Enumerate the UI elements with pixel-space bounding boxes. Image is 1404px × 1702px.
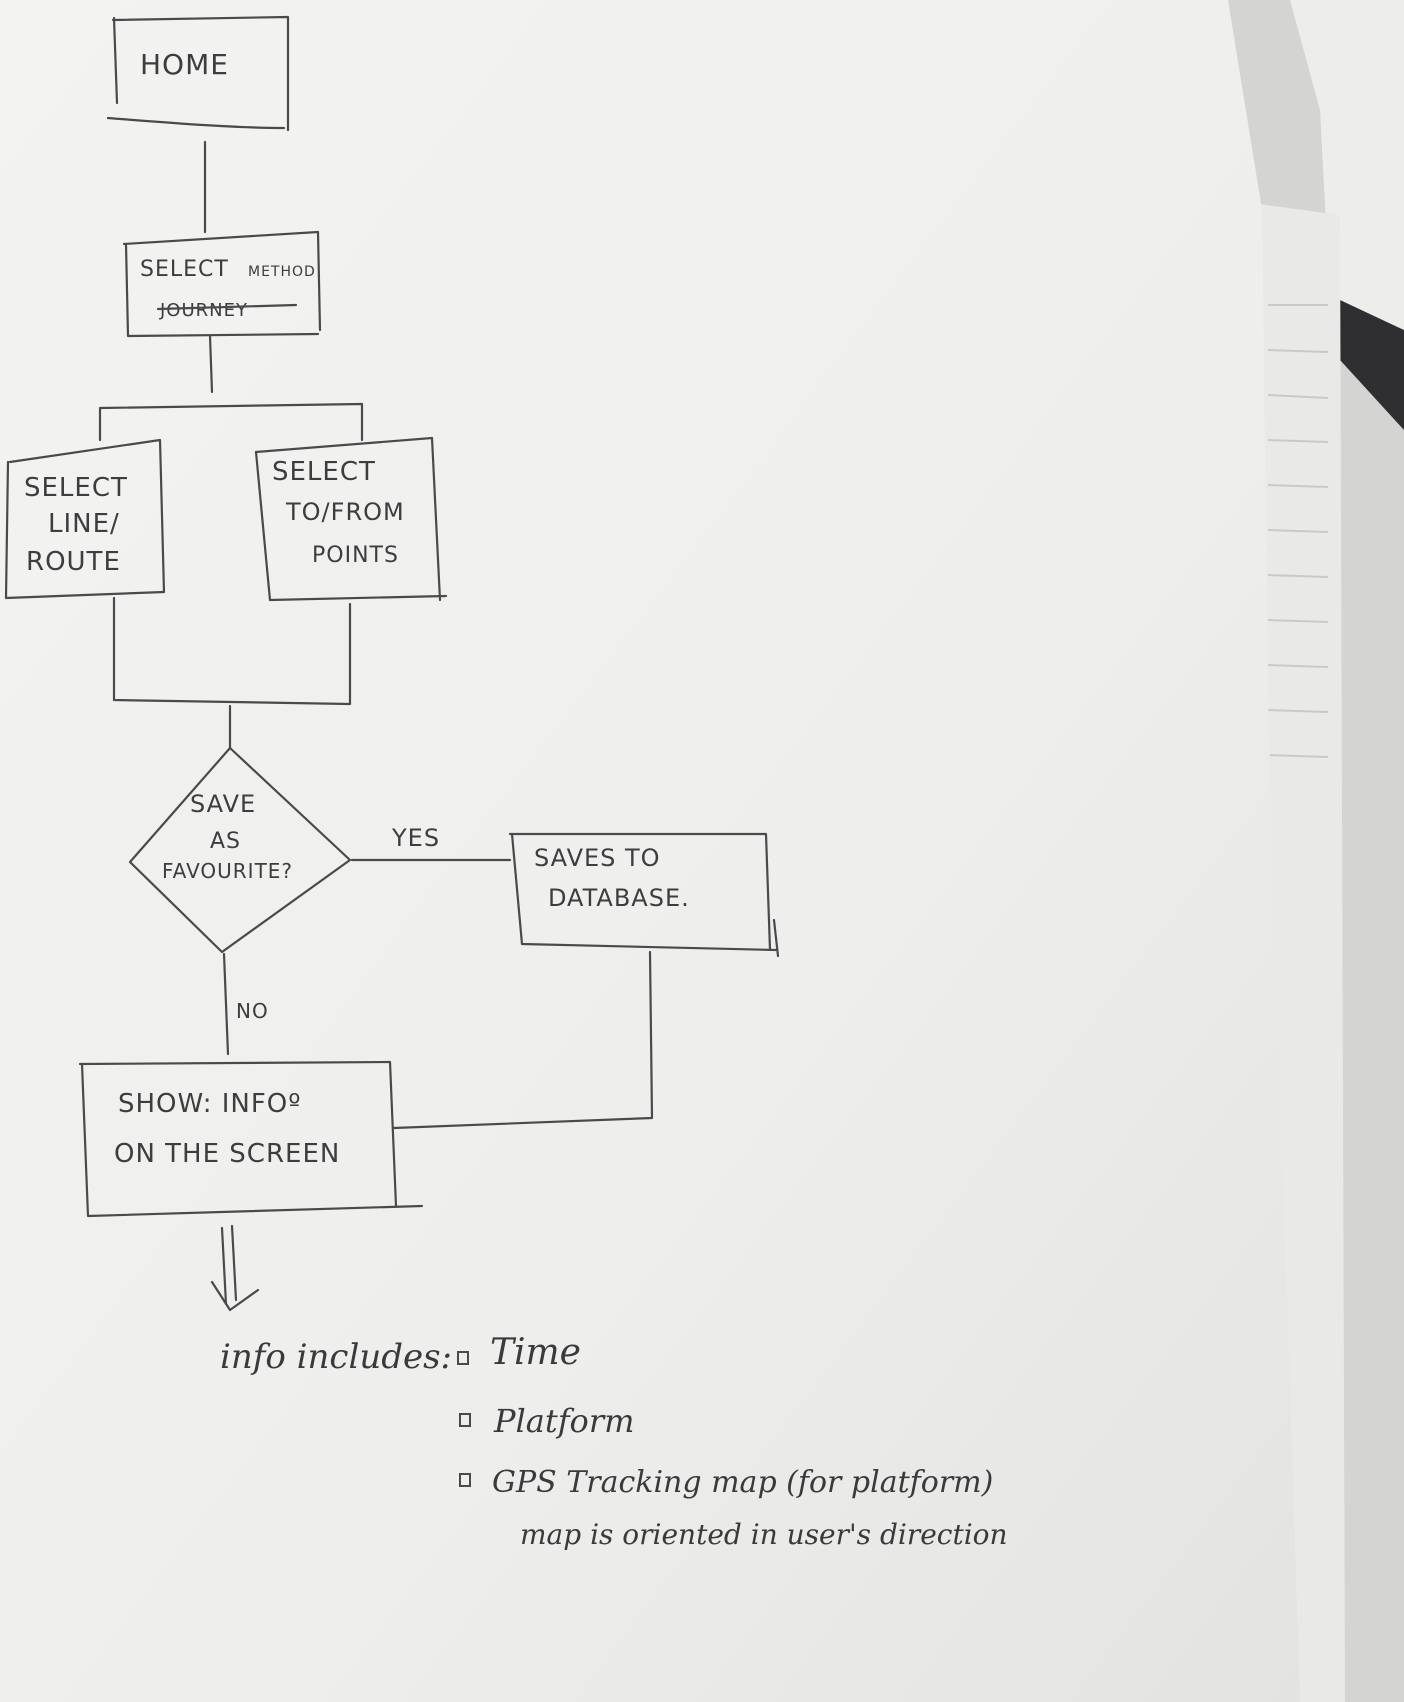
strike-through: [156, 303, 298, 311]
edge-no: [222, 952, 230, 1056]
to-from-label-3: POINTS: [312, 543, 399, 568]
double-down-arrow: [210, 1224, 260, 1312]
info-item-time: Time: [490, 1332, 581, 1373]
line-route-label-2: LINE/: [48, 509, 120, 539]
home-label: HOME: [140, 48, 229, 81]
show-info-label-1: SHOW: INFOº: [118, 1089, 302, 1119]
to-from-label-1: SELECT: [272, 457, 376, 487]
decision-label-1: SAVE: [190, 790, 256, 818]
edge-database-to-show: [392, 950, 654, 1130]
checkbox-icon: [459, 1413, 471, 1427]
saves-to-database-node: SAVES TO DATABASE.: [508, 832, 780, 958]
checkbox-icon: [459, 1473, 471, 1487]
info-item-platform: Platform: [493, 1402, 634, 1440]
select-method-node: SELECT METHOD JOURNEY: [122, 230, 322, 338]
select-method-label: SELECT: [140, 257, 229, 282]
line-route-label-3: ROUTE: [26, 547, 121, 577]
yes-label: YES: [391, 824, 440, 852]
info-heading: info includes:: [220, 1337, 452, 1377]
select-method-inserted: METHOD: [248, 264, 316, 280]
notepad-lines: [1267, 304, 1329, 758]
select-journey-struck: JOURNEY: [159, 300, 248, 321]
no-label: NO: [236, 999, 269, 1023]
info-sub-note: map is oriented in user's direction: [520, 1518, 1008, 1551]
database-label-1: SAVES TO: [534, 844, 661, 872]
home-node: HOME: [106, 15, 290, 132]
decision-label-2: AS: [210, 829, 241, 854]
select-to-from-node: SELECT TO/FROM POINTS: [254, 436, 448, 602]
database-label-2: DATABASE.: [548, 884, 690, 912]
to-from-label-2: TO/FROM: [285, 498, 405, 526]
checkbox-icon: [457, 1351, 469, 1365]
line-route-label-1: SELECT: [24, 473, 128, 503]
edge-merge: [112, 596, 352, 706]
edge-method-branch: [98, 402, 364, 442]
show-info-label-2: ON THE SCREEN: [114, 1139, 340, 1169]
edge-method-down: [208, 334, 214, 394]
info-notes: info includes: Time Platform GPS Trackin…: [220, 1332, 1008, 1551]
show-info-node: SHOW: INFOº ON THE SCREEN: [78, 1060, 424, 1218]
info-item-gps: GPS Tracking map (for platform): [492, 1465, 993, 1500]
save-favourite-decision: SAVE AS FAVOURITE?: [128, 746, 352, 954]
select-line-route-node: SELECT LINE/ ROUTE: [4, 438, 166, 600]
decision-label-3: FAVOURITE?: [162, 859, 293, 883]
paper-sheet: [0, 0, 1300, 1702]
